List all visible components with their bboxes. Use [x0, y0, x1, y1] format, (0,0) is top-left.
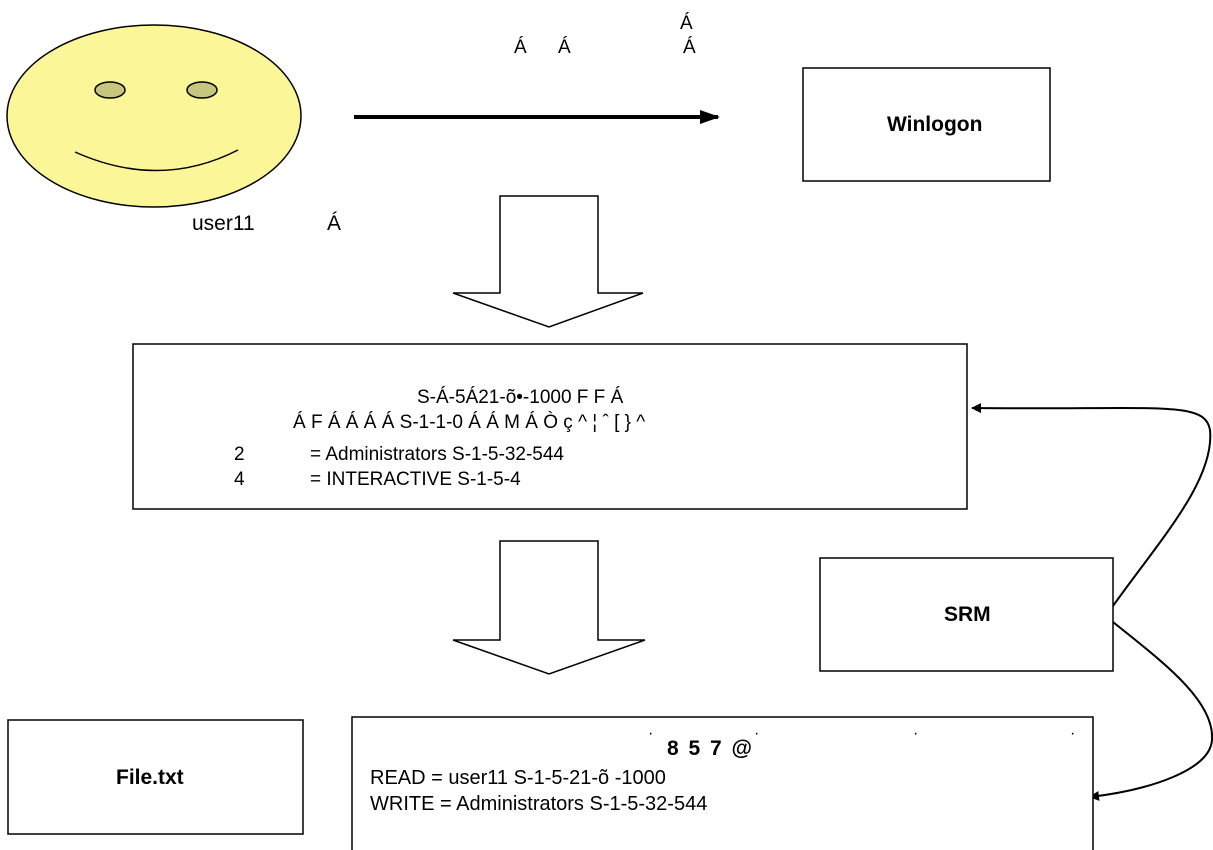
winlogon-box	[802, 67, 1051, 182]
srm-to-acl-arrow	[1089, 621, 1213, 801]
token-line-2: Á F Á Á Á Á S-1-1-0 Á Á M Á Ò ç ^ ¦ ˆ [ …	[293, 412, 646, 433]
srm-label: SRM	[944, 603, 991, 626]
srm-box	[819, 557, 1114, 672]
acl-read-line: READ = user11 S-1-5-21-õ -1000	[370, 767, 666, 789]
token-row-1-num: 2	[234, 444, 245, 465]
block-arrow-down-1	[452, 195, 644, 328]
file-box	[7, 719, 304, 835]
top-garbled-text-2c: Á	[683, 37, 696, 58]
block-arrow-down-2	[452, 540, 646, 675]
token-row-1-text: = Administrators S-1-5-32-544	[310, 444, 564, 465]
acl-header-dot-1: ·	[648, 725, 654, 742]
token-line-1: S-Á-5Á21-õ•-1000 F F Á	[417, 387, 624, 408]
top-garbled-text-2a: Á	[514, 37, 527, 58]
token-row-2-num: 4	[234, 469, 245, 490]
user-label-suffix: Á	[327, 212, 342, 235]
top-garbled-text-2b: Á	[558, 37, 571, 58]
acl-header-dot-3: ·	[913, 725, 919, 742]
srm-to-token-arrow	[971, 403, 1212, 607]
top-garbled-text-1: Á	[680, 13, 693, 34]
access-token-box	[132, 343, 968, 510]
acl-header: 8 5 7 @	[667, 737, 755, 760]
acl-header-dot-4: ·	[1070, 725, 1076, 742]
acl-header-dot-2: ·	[754, 725, 760, 742]
file-label: File.txt	[116, 766, 184, 789]
acl-write-line: WRITE = Administrators S-1-5-32-544	[370, 793, 708, 815]
user-label: user11	[192, 212, 255, 235]
token-row-2-text: = INTERACTIVE S-1-5-4	[310, 469, 521, 490]
user-face-icon	[6, 24, 302, 208]
winlogon-label: Winlogon	[887, 113, 983, 136]
acl-box	[351, 716, 1094, 850]
